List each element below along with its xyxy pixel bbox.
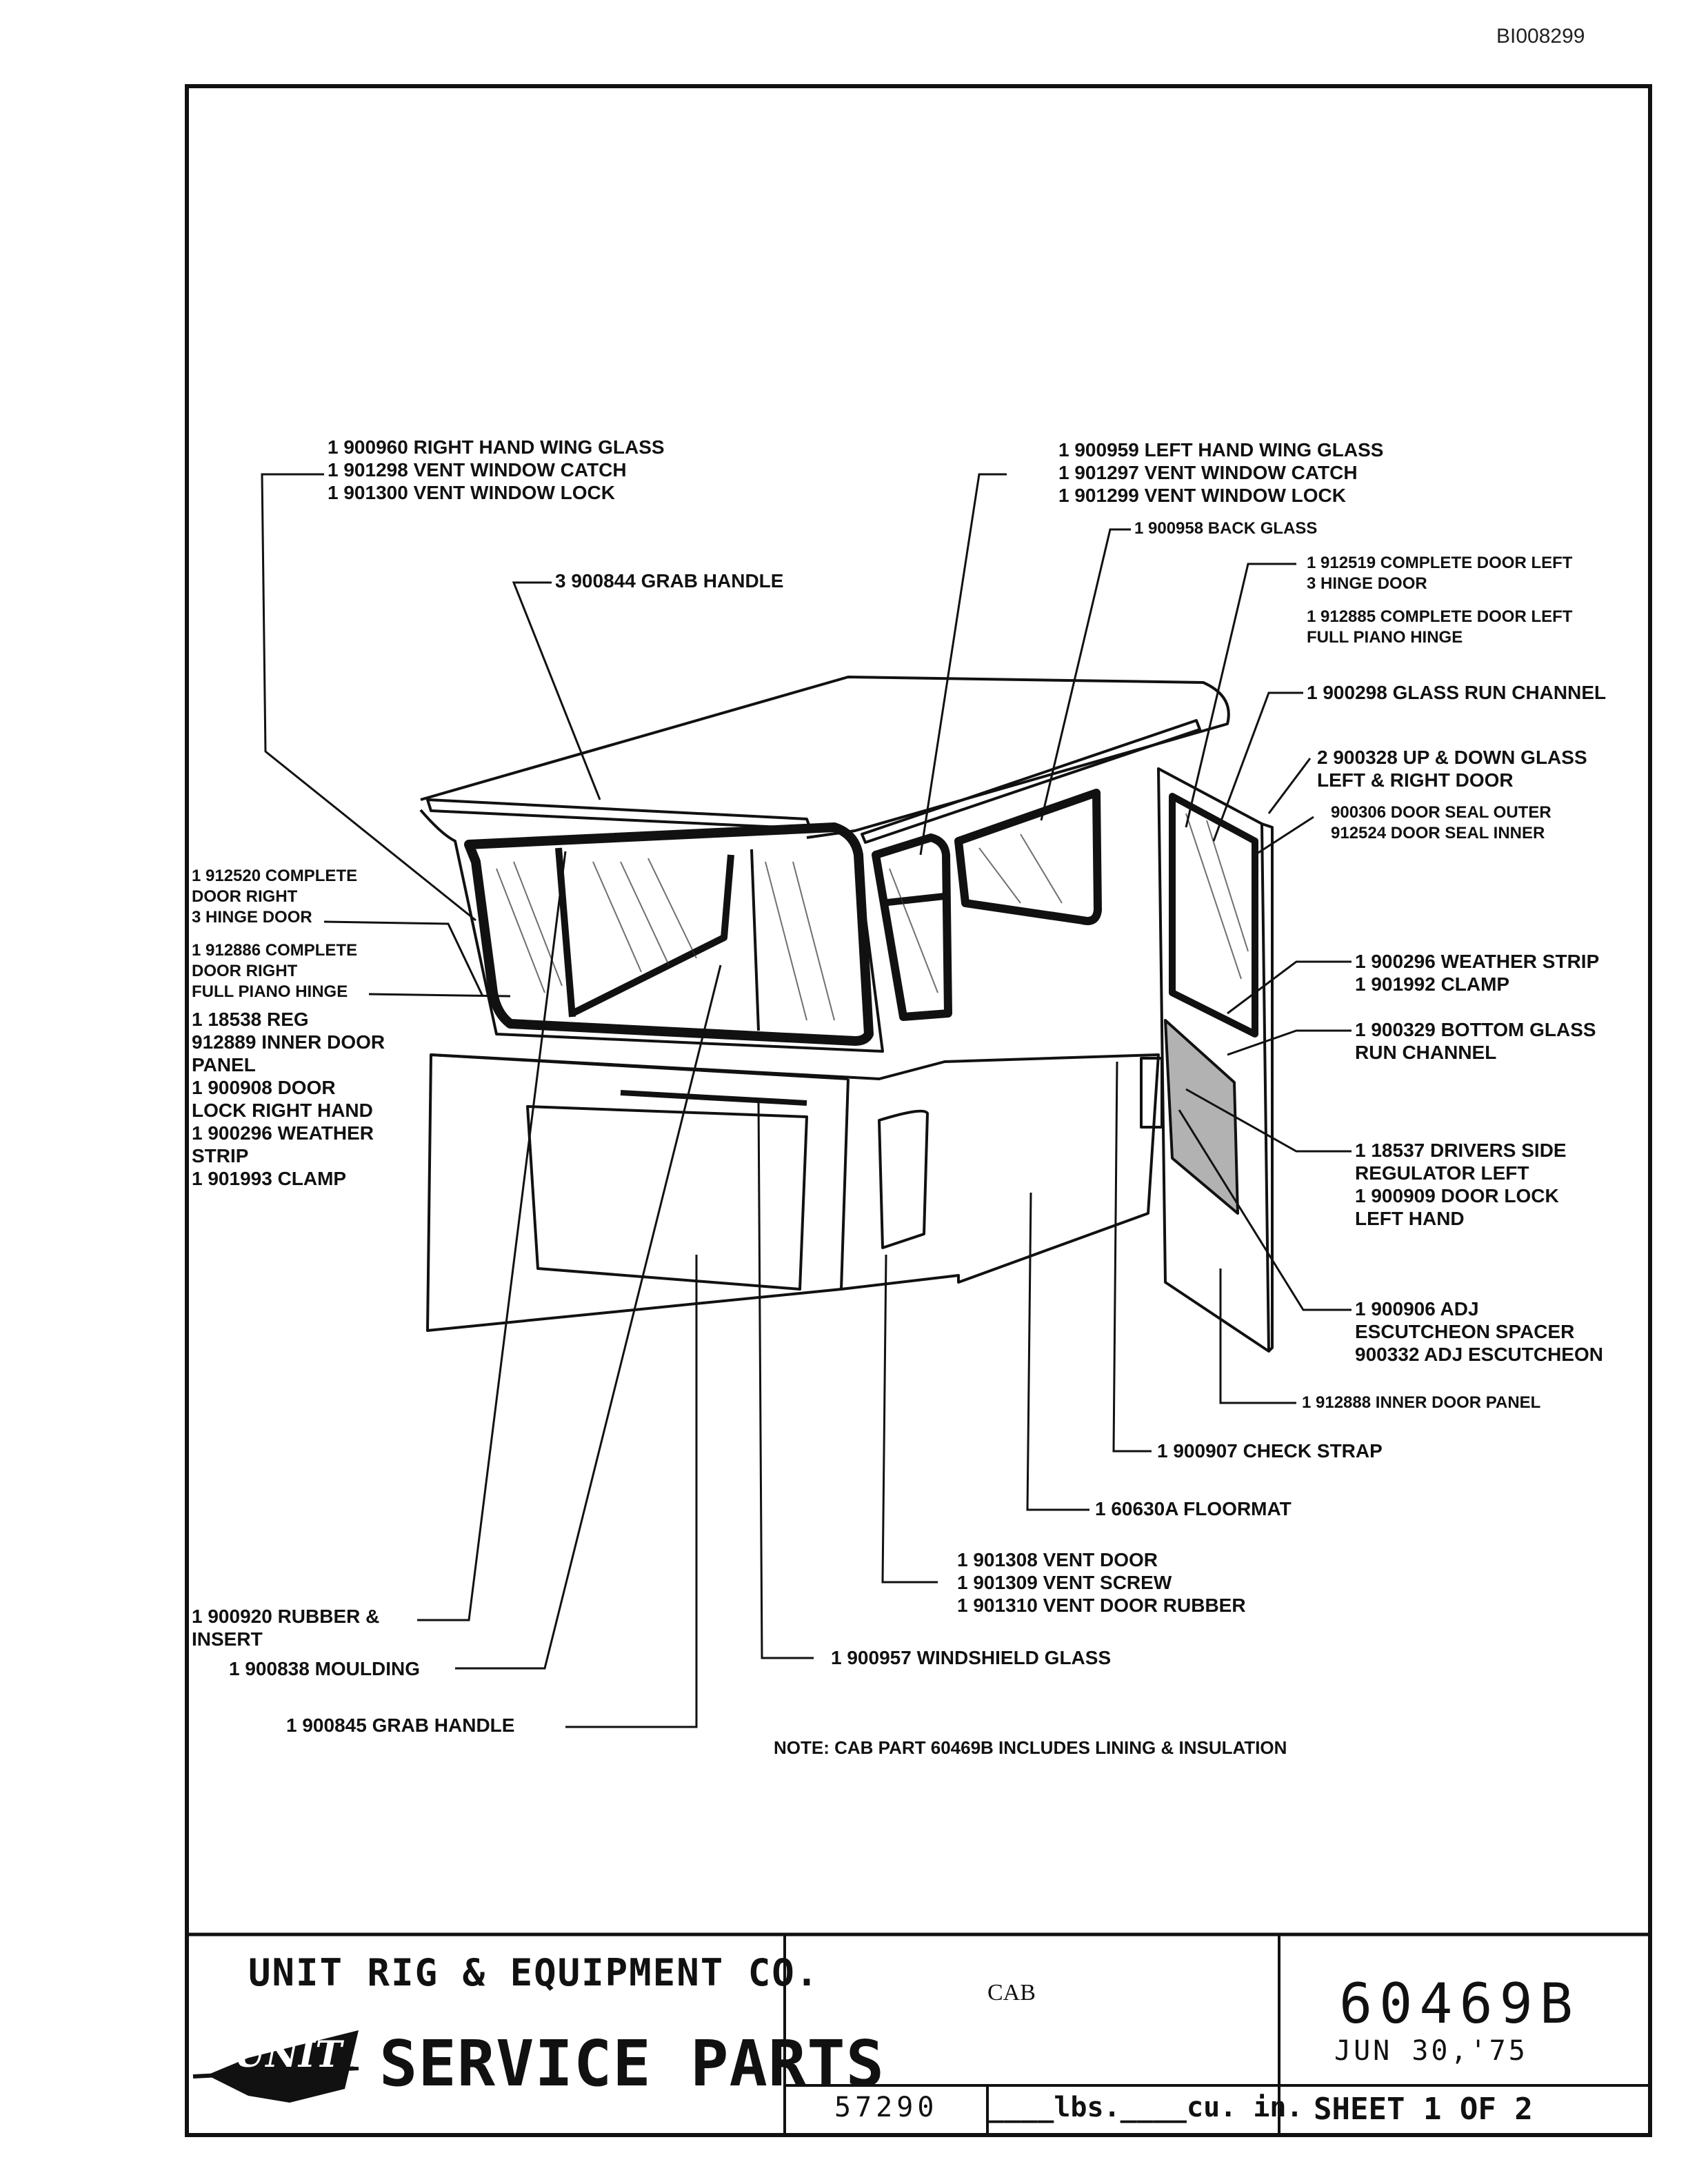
label-door-seal: 900306 DOOR SEAL OUTER 912524 DOOR SEAL … <box>1331 803 1551 842</box>
service-parts-heading: SERVICE PARTS <box>379 2027 885 2101</box>
label-door-left-3-hinge: 1 912519 COMPLETE DOOR LEFT 3 HINGE DOOR <box>1307 554 1573 593</box>
label-floormat: 1 60630A FLOORMAT <box>1095 1498 1292 1519</box>
label-escutcheon: 1 900906 ADJ ESCUTCHEON SPACER 900332 AD… <box>1355 1298 1603 1365</box>
weight-value: 57290 <box>834 2092 938 2123</box>
logo-text: UNIT RIG <box>234 2034 432 2076</box>
units-field: ____lbs.____cu. in. <box>987 2092 1303 2123</box>
note-text: NOTE: CAB PART 60469B INCLUDES LINING & … <box>774 1737 1287 1758</box>
front-visor-bar <box>426 798 812 830</box>
unit-rig-logo-icon <box>192 2030 359 2103</box>
label-right-wing-glass: 1 900960 RIGHT HAND WING GLASS 1 901298 … <box>328 436 665 503</box>
label-moulding: 1 900838 MOULDING <box>229 1658 420 1679</box>
label-up-down-glass: 2 900328 UP & DOWN GLASS LEFT & RIGHT DO… <box>1317 747 1587 791</box>
label-right-door-parts: 1 18538 REG 912889 INNER DOOR PANEL 1 90… <box>192 1009 385 1189</box>
label-grab-handle-bottom: 1 900845 GRAB HANDLE <box>286 1715 515 1736</box>
label-grab-handle-top: 3 900844 GRAB HANDLE <box>555 570 784 592</box>
vent-door <box>878 1109 929 1249</box>
door-regulator <box>1164 1019 1239 1215</box>
label-door-left-piano: 1 912885 COMPLETE DOOR LEFT FULL PIANO H… <box>1307 607 1573 647</box>
label-check-strap: 1 900907 CHECK STRAP <box>1157 1440 1383 1462</box>
label-door-right-piano: 1 912886 COMPLETE DOOR RIGHT FULL PIANO … <box>192 941 358 1001</box>
label-left-wing-glass: 1 900959 LEFT HAND WING GLASS 1 901297 V… <box>1058 439 1384 506</box>
cab-roof <box>420 676 1230 839</box>
document-id: BI008299 <box>1496 25 1585 48</box>
sheet-number: SHEET 1 OF 2 <box>1314 2092 1533 2127</box>
drawing-frame <box>185 84 1652 2137</box>
company-name: UNIT RIG & EQUIPMENT CO. <box>248 1951 820 1994</box>
side-wing-glass <box>872 833 952 1021</box>
label-door-right-3-hinge: 1 912520 COMPLETE DOOR RIGHT 3 HINGE DOO… <box>192 867 358 927</box>
label-regulator-left: 1 18537 DRIVERS SIDE REGULATOR LEFT 1 90… <box>1355 1140 1567 1229</box>
drawing-date: JUN 30,'75 <box>1334 2035 1528 2067</box>
front-panel <box>526 1105 808 1291</box>
drawing-title: CAB <box>987 1980 1036 2005</box>
label-inner-door-panel: 1 912888 INNER DOOR PANEL <box>1302 1393 1541 1412</box>
label-windshield-glass: 1 900957 WINDSHIELD GLASS <box>831 1647 1112 1668</box>
label-weather-strip-left: 1 900296 WEATHER STRIP 1 901992 CLAMP <box>1355 951 1600 995</box>
part-number: 60469B <box>1339 1972 1580 2036</box>
label-glass-run-channel: 1 900298 GLASS RUN CHANNEL <box>1307 682 1607 703</box>
label-bottom-glass-run: 1 900329 BOTTOM GLASS RUN CHANNEL <box>1355 1019 1596 1063</box>
label-rubber-insert: 1 900920 RUBBER & INSERT <box>192 1606 380 1650</box>
windshield-frame <box>419 809 884 1053</box>
label-back-glass: 1 900958 BACK GLASS <box>1134 519 1318 538</box>
label-vent-door: 1 901308 VENT DOOR 1 901309 VENT SCREW 1… <box>957 1549 1246 1616</box>
back-glass <box>954 789 1102 925</box>
